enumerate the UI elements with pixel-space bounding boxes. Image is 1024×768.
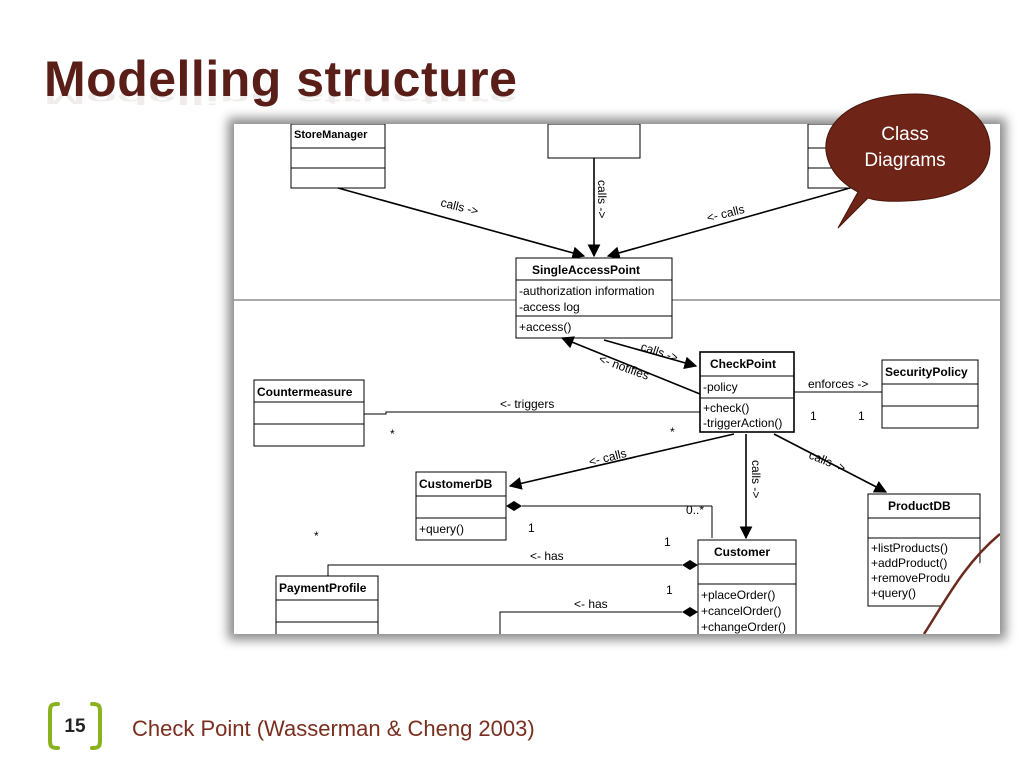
assoc-has-paymentprofile bbox=[327, 564, 682, 576]
callout-shape bbox=[825, 93, 991, 229]
class-customerdb: CustomerDB +query() bbox=[415, 471, 507, 541]
arrow-calls-productdb bbox=[773, 433, 888, 493]
attribute: -policy bbox=[703, 380, 738, 394]
class-countermeasure: Countermeasure bbox=[253, 379, 365, 447]
multiplicity: * bbox=[314, 529, 319, 543]
operation: +check() bbox=[703, 401, 749, 415]
callout-line: Class bbox=[881, 124, 929, 145]
assoc-triggers bbox=[364, 411, 700, 415]
class-securitypolicy: SecurityPolicy bbox=[881, 359, 979, 429]
class-checkpoint: CheckPoint -policy +check() -triggerActi… bbox=[699, 351, 795, 433]
operation: +query() bbox=[419, 522, 464, 536]
callout-label: Class Diagrams bbox=[842, 122, 968, 174]
operation: +cancelOrder() bbox=[701, 604, 781, 618]
slide-title: Modelling structure bbox=[44, 51, 518, 107]
multiplicity: 1 bbox=[666, 583, 673, 597]
composition-diamond bbox=[506, 501, 522, 511]
page-number-bracket bbox=[48, 702, 102, 750]
class-name: PaymentProfile bbox=[279, 581, 367, 595]
class-storemanager: StoreManager bbox=[290, 124, 386, 189]
label-triggers: <- triggers bbox=[500, 397, 554, 411]
arrow-calls-checkpoint bbox=[603, 339, 698, 370]
class-customer: Customer +placeOrder() +cancelOrder() +c… bbox=[697, 539, 797, 634]
operation: +addProduct() bbox=[871, 556, 947, 570]
class-singleaccesspoint: SingleAccessPoint -authorization informa… bbox=[515, 257, 673, 339]
attribute: -access log bbox=[519, 300, 580, 314]
class-top-middle bbox=[547, 124, 641, 159]
label-calls: calls -> bbox=[595, 180, 609, 218]
class-paymentprofile: PaymentProfile bbox=[275, 575, 379, 634]
arrow-calls-left bbox=[337, 187, 586, 260]
multiplicity: * bbox=[390, 427, 395, 441]
composition-diamond bbox=[682, 607, 698, 617]
multiplicity: 1 bbox=[810, 409, 817, 423]
operation: +query() bbox=[871, 586, 916, 600]
attribute: -authorization information bbox=[519, 284, 654, 298]
page-number: 15 bbox=[64, 716, 86, 737]
label-calls: calls -> bbox=[749, 460, 763, 498]
class-name: Countermeasure bbox=[257, 385, 353, 399]
label-has: <- has bbox=[574, 597, 608, 611]
callout-line: Diagrams bbox=[864, 150, 946, 171]
operation: -triggerAction() bbox=[703, 416, 782, 430]
arrow-notifies bbox=[560, 336, 701, 395]
multiplicity: 1 bbox=[664, 535, 671, 549]
class-diagram-screenshot: StoreManager calls -> calls -> <- calls … bbox=[234, 124, 1000, 634]
operation: +access() bbox=[519, 320, 571, 334]
class-name: Customer bbox=[714, 545, 770, 559]
operation: +changeOrder() bbox=[701, 620, 786, 634]
composition-diamond bbox=[682, 560, 698, 570]
class-name: SecurityPolicy bbox=[885, 365, 968, 379]
operation: +removeProdu bbox=[871, 571, 950, 585]
class-name: ProductDB bbox=[888, 499, 951, 513]
arrow-calls-customerdb bbox=[508, 433, 735, 490]
operation: +listProducts() bbox=[871, 541, 948, 555]
page-curl bbox=[910, 534, 1000, 634]
class-name: CustomerDB bbox=[419, 477, 493, 491]
label-enforces: enforces -> bbox=[808, 377, 868, 391]
multiplicity: 1 bbox=[858, 409, 865, 423]
label-has: <- has bbox=[530, 549, 564, 563]
assoc-has bbox=[499, 611, 682, 634]
class-name: CheckPoint bbox=[710, 357, 776, 371]
class-name: StoreManager bbox=[294, 129, 368, 141]
multiplicity: * bbox=[670, 425, 675, 439]
multiplicity: 1 bbox=[528, 521, 535, 535]
operation: +placeOrder() bbox=[701, 588, 775, 602]
multiplicity: 0..* bbox=[686, 503, 704, 517]
class-name: SingleAccessPoint bbox=[532, 263, 640, 277]
arrow-calls-right bbox=[606, 187, 851, 260]
footer-citation: Check Point (Wasserman & Cheng 2003) bbox=[132, 716, 535, 741]
